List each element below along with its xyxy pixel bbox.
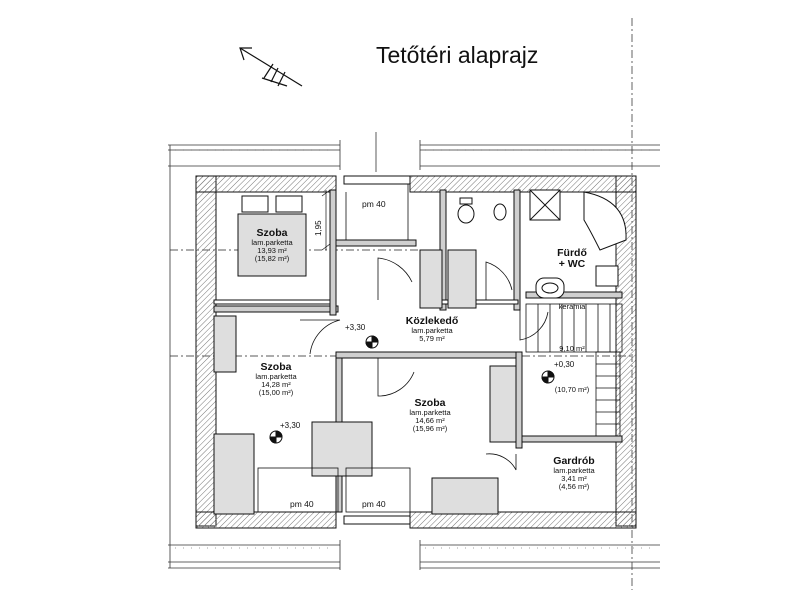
room-floor: lam.parketta: [409, 408, 451, 418]
roof-edge-lines: [168, 132, 660, 570]
room-floor: kerámia: [558, 302, 586, 312]
wardrobes: [213, 249, 517, 515]
room-name: Közlekedő: [405, 315, 459, 327]
window-label: pm 40: [362, 199, 386, 209]
room-floor: lam.parketta: [411, 326, 453, 336]
room-area: 14,28 m²: [261, 379, 291, 389]
room-label-hallway: Közlekedő lam.parketta 5,79 m²: [405, 315, 459, 343]
room-name: Szoba: [414, 397, 446, 409]
room-floor: lam.parketta: [251, 238, 293, 248]
level-label: +3,30: [280, 421, 301, 430]
level-label: +3,30: [345, 323, 366, 332]
room-gross-area: (15,82 m²): [254, 253, 290, 263]
room-gross-area: (4,56 m²): [558, 481, 590, 491]
room-name: Szoba: [256, 227, 288, 239]
page-title: Tetőtéri alaprajz: [376, 42, 539, 68]
north-arrow-icon: [239, 47, 303, 87]
window-label: pm 40: [362, 499, 386, 509]
room-area: 9,10 m²: [559, 343, 585, 353]
dimension-label: 1,95: [314, 220, 323, 236]
room-label-bedroom-1: Szoba lam.parketta 13,93 m² (15,82 m²): [251, 227, 293, 263]
dimension-line: [321, 189, 331, 251]
window-label: pm 40: [290, 499, 314, 509]
room-label-wardrobe: Gardrób lam.parketta 3,41 m² (4,56 m²): [553, 455, 595, 491]
room-gross-area: (15,00 m²): [258, 387, 294, 397]
level-label: +0,30: [554, 360, 575, 369]
outer-walls: [195, 175, 637, 529]
room-area: 13,93 m²: [257, 245, 287, 255]
bed-top-left: [237, 195, 307, 277]
stairs: [525, 303, 623, 437]
room-name: Gardrób: [553, 455, 595, 467]
doors: [300, 257, 549, 471]
level-markers: [269, 335, 555, 444]
room-name: Fürdő + WC: [557, 246, 587, 270]
desk-lines: [257, 184, 411, 513]
bathroom-fixtures: [457, 189, 627, 299]
room-label-bathroom: Fürdő + WC kerámia 9,10 m² (10,70 m²): [555, 214, 590, 411]
room-label-bedroom-2: Szoba lam.parketta 14,28 m² (15,00 m²): [255, 361, 297, 397]
room-label-bedroom-3: Szoba lam.parketta 14,66 m² (15,96 m²): [409, 397, 451, 433]
room-gross-area: (10,70 m²): [554, 385, 590, 395]
room-name: Szoba: [260, 361, 292, 373]
room-floor: lam.parketta: [255, 372, 297, 382]
room-area: 14,66 m²: [415, 415, 445, 425]
room-area: 3,41 m²: [561, 473, 587, 483]
rafter-ticks: [175, 149, 655, 549]
room-floor: lam.parketta: [553, 466, 595, 476]
room-area: 5,79 m²: [419, 333, 445, 343]
room-gross-area: (15,96 m²): [412, 423, 448, 433]
